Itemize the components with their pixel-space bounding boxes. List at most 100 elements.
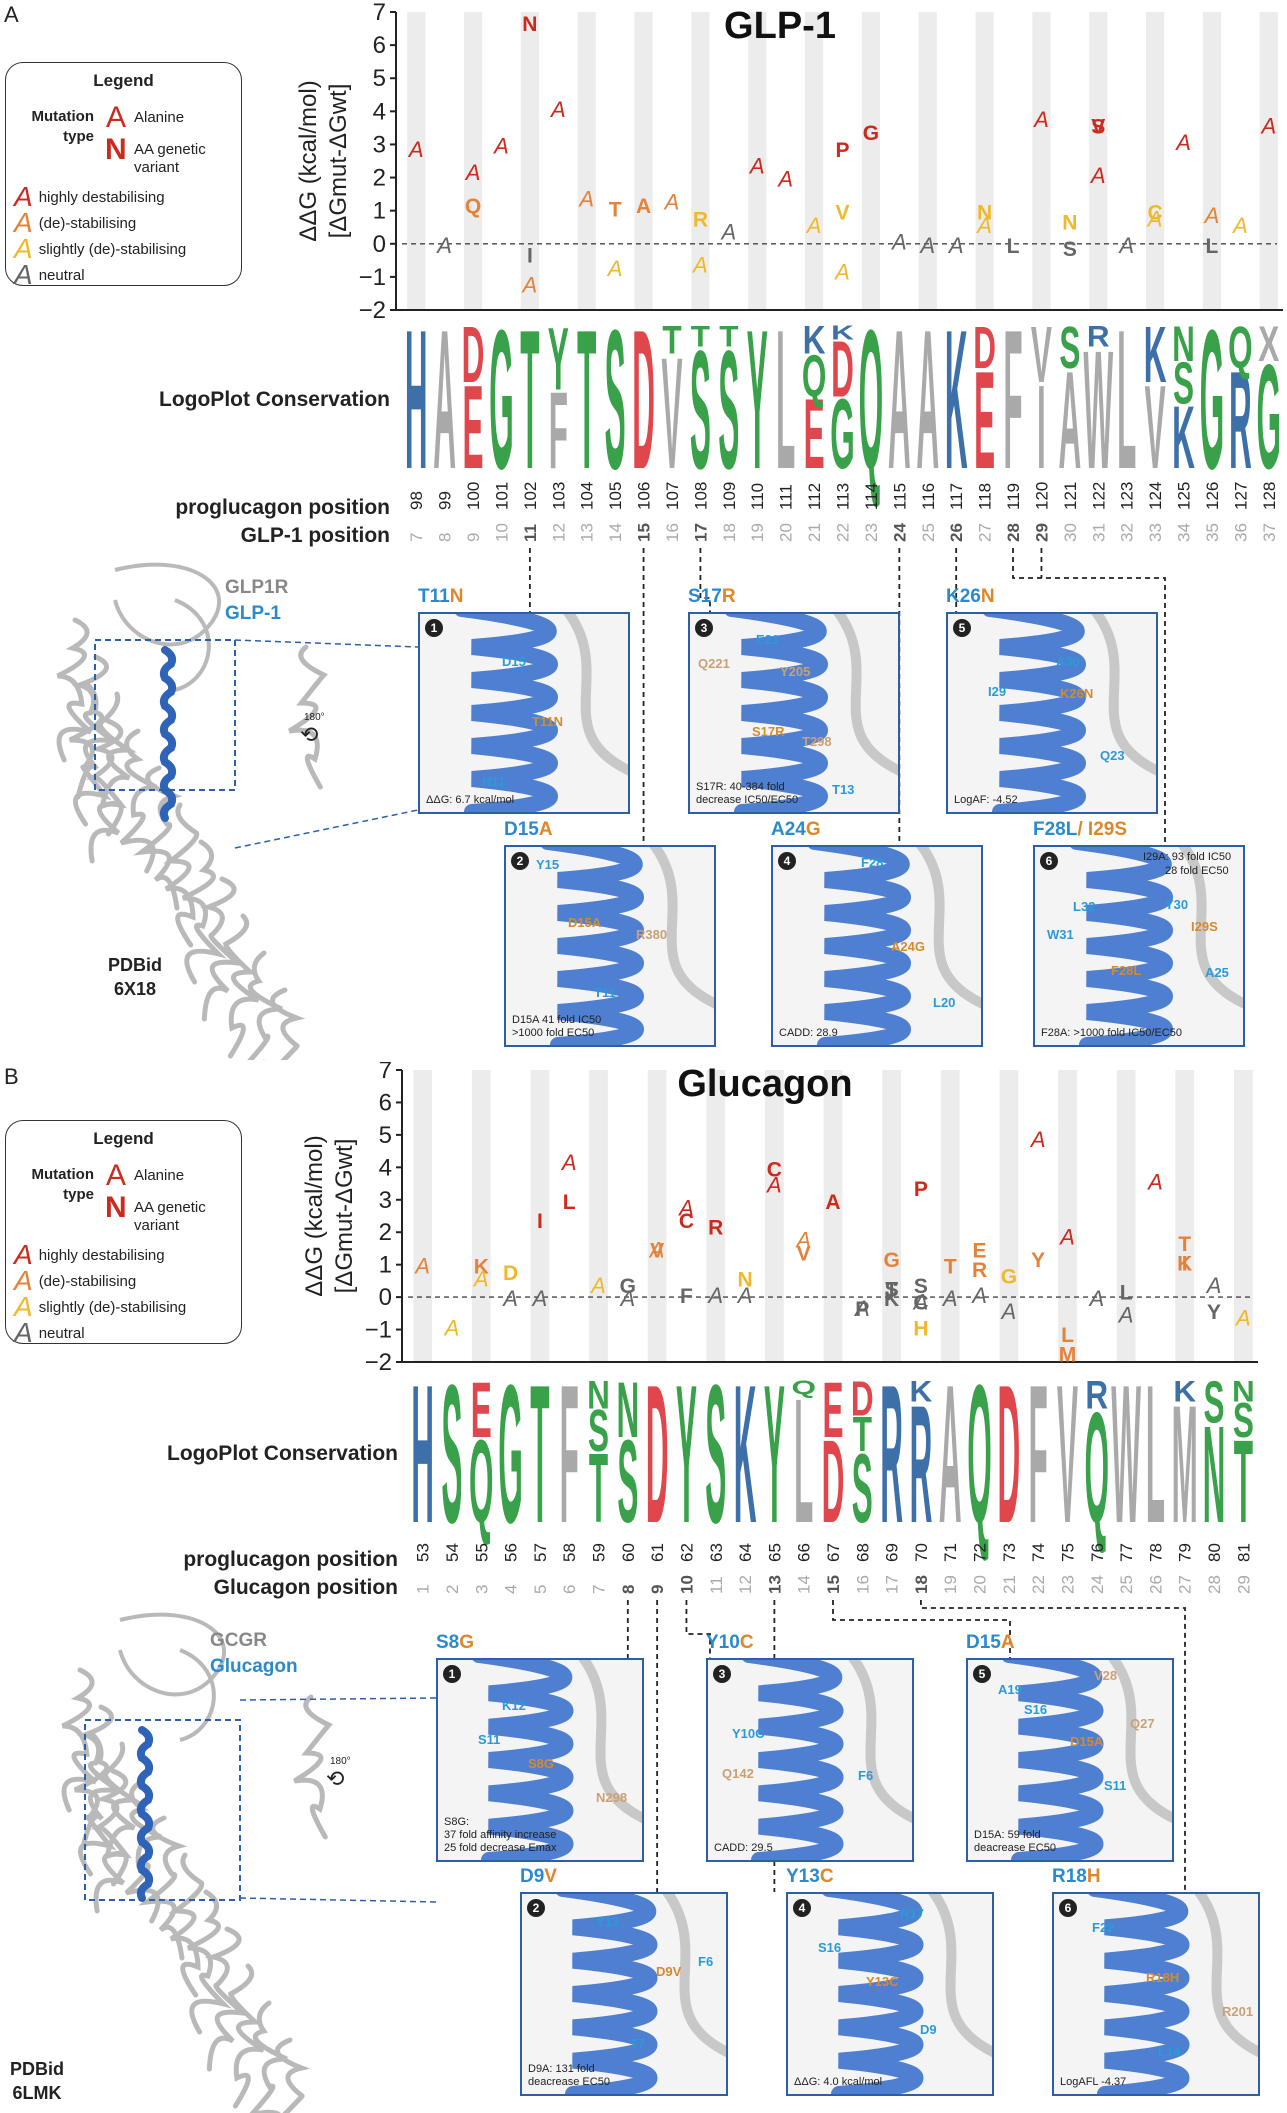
inset-note: S8G: 37 fold affinity increase 25 fold d… — [444, 1816, 557, 1854]
data-point: A — [492, 133, 509, 158]
svg-text:F: F — [1003, 289, 1022, 511]
svg-text:R: R — [910, 1371, 933, 1559]
y-tick-label: 2 — [379, 1219, 392, 1246]
peptide-position: 30 — [1061, 523, 1080, 542]
inset-number: 4 — [793, 1899, 811, 1917]
peptide-position: 19 — [748, 523, 767, 542]
residue-label: E21 — [756, 632, 780, 647]
svg-text:T: T — [530, 1343, 549, 1564]
logo-letter: K — [945, 289, 968, 511]
rotation-label: 180° — [304, 712, 325, 723]
logo-letter: Q — [967, 1343, 992, 1564]
logo-letter: G — [498, 1343, 523, 1564]
proglucagon-position: 103 — [549, 482, 568, 510]
inset-title: F28L/ I29S — [1033, 819, 1128, 840]
data-point: A — [794, 1228, 811, 1253]
peptide-position: 22 — [1029, 1575, 1048, 1594]
residue-label: V28 — [1094, 1668, 1118, 1683]
legend-alanine-glyph: A — [106, 101, 127, 134]
residue-label: R201 — [1222, 2004, 1254, 2019]
proglucagon-row-label: proglucagon position — [175, 496, 390, 519]
residue-label: L20 — [933, 995, 956, 1010]
receptor-ribbon — [85, 718, 127, 864]
residue-label: Y15 — [536, 857, 560, 872]
inset-number: 1 — [443, 1665, 461, 1683]
peptide-position: 2 — [443, 1585, 462, 1594]
svg-text:T: T — [719, 320, 739, 353]
y-axis-label: ΔΔG (kcal/mol)[ΔGmut-ΔGwt] — [295, 80, 352, 241]
data-point: H — [913, 1317, 928, 1340]
data-point: L — [1061, 1324, 1074, 1347]
proglucagon-position: 121 — [1061, 482, 1080, 510]
peptide-position: 27 — [1176, 1575, 1195, 1594]
zoom-box — [94, 639, 236, 791]
logo-letter: K — [910, 1375, 933, 1408]
data-point: G — [883, 1249, 899, 1272]
residue-label: D15A — [1070, 1734, 1104, 1749]
inset-note: LogAF: -4.52 — [954, 794, 1018, 806]
data-point: S — [1091, 116, 1105, 139]
svg-text:Q: Q — [967, 1343, 992, 1564]
data-point: A — [407, 137, 424, 162]
peptide-position: 24 — [1088, 1575, 1107, 1594]
residue-label: D15 — [502, 654, 526, 669]
inset-title: K26N — [946, 586, 995, 607]
svg-text:S: S — [1173, 351, 1194, 417]
residue-label: F22 — [1092, 1920, 1115, 1935]
logo-letter: T — [1234, 1417, 1253, 1548]
svg-text:R: R — [1229, 344, 1252, 498]
data-point: A — [1259, 114, 1276, 139]
logo-letter: Y — [764, 1343, 785, 1564]
svg-text:Q: Q — [859, 289, 884, 511]
logo-letter: D — [831, 324, 854, 413]
inset-number: 6 — [1059, 1899, 1077, 1917]
peptide-position: 1 — [414, 1585, 433, 1594]
peptide-position: 24 — [890, 523, 909, 542]
svg-text:D: D — [822, 1417, 845, 1548]
data-point: A — [748, 153, 765, 178]
inset-note: D15A 41 fold IC50 >1000 fold EC50 — [512, 1014, 602, 1039]
residue-label: Q221 — [698, 656, 730, 671]
svg-text:E: E — [463, 361, 484, 494]
svg-text:A: A — [1058, 344, 1081, 498]
inset-number: 2 — [511, 852, 529, 870]
data-point: A — [1234, 1306, 1251, 1331]
connector-line — [685, 1600, 711, 1658]
data-point: P — [835, 139, 849, 162]
residue-label: I29A: 93 fold IC50 — [1143, 851, 1232, 863]
zoom-line — [234, 809, 419, 849]
data-point: A — [1174, 130, 1191, 155]
peptide-position: 27 — [976, 523, 995, 542]
svg-text:R: R — [880, 1343, 903, 1564]
svg-text:E: E — [471, 1366, 492, 1454]
logo-letter: R — [1085, 1373, 1108, 1417]
logo-letter: S — [441, 1343, 462, 1564]
proglucagon-position: 62 — [677, 1543, 696, 1562]
svg-text:V: V — [1057, 1343, 1078, 1564]
y-tick-label: 0 — [373, 231, 386, 258]
logo-letter: G — [1200, 289, 1225, 511]
logo-letter: T — [530, 1343, 549, 1564]
inset-structure — [541, 847, 714, 1045]
data-point: A — [1029, 1127, 1046, 1152]
peptide-position: 10 — [677, 1575, 696, 1594]
logo-letter: T — [662, 318, 681, 362]
data-point: A — [1203, 203, 1220, 228]
svg-text:N: N — [616, 1366, 639, 1454]
y-tick-label: −2 — [365, 1349, 392, 1376]
peptide-position: 18 — [912, 1575, 931, 1594]
peptide-position: 33 — [1146, 523, 1165, 542]
data-point: L — [1007, 235, 1020, 258]
svg-text:Y: Y — [764, 1343, 785, 1564]
data-point: C — [913, 1291, 928, 1314]
peptide-position: 21 — [1000, 1575, 1019, 1594]
column-band — [530, 1070, 550, 1362]
peptide-position: 14 — [606, 523, 625, 542]
logo-letter: S — [1233, 1393, 1254, 1448]
